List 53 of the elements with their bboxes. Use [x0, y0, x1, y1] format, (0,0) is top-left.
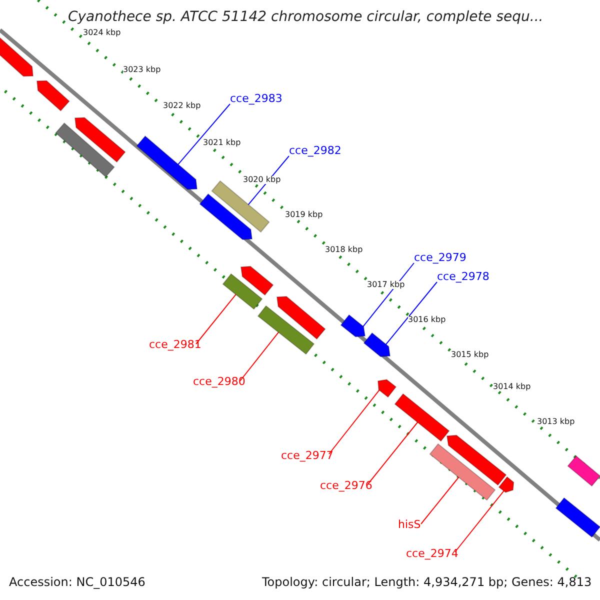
scale-label: 3016 kbp	[408, 316, 446, 324]
leader-line	[420, 476, 460, 524]
scale-label: 3015 kbp	[451, 351, 489, 359]
scale-label: 3024 kbp	[83, 29, 121, 37]
gene-feature	[429, 443, 496, 501]
gene-feature	[363, 332, 391, 358]
gene-label: cce_2983	[230, 93, 282, 104]
gene-feature	[240, 266, 274, 296]
scale-label: 3018 kbp	[325, 246, 363, 254]
leader-line	[328, 388, 380, 454]
leader-line	[196, 293, 237, 344]
scale-label: 3023 kbp	[123, 66, 161, 74]
scale-label: 3022 kbp	[163, 102, 201, 110]
leader-line	[362, 262, 414, 328]
scale-label: 3017 kbp	[367, 281, 405, 289]
gene-label: cce_2977	[281, 450, 334, 461]
gene-feature	[74, 117, 126, 163]
gene-feature	[555, 497, 600, 538]
gene-feature	[55, 122, 115, 178]
gene-feature	[0, 36, 34, 77]
gene-feature	[36, 80, 70, 112]
gene-label: cce_2982	[289, 145, 342, 156]
gene-feature	[199, 193, 253, 240]
gene-label: cce_2979	[414, 252, 466, 263]
footer-text: Topology: circular; Length: 4,934,271 bp; Genes: 4,813	[262, 576, 592, 588]
gene-label: cce_2978	[437, 271, 490, 282]
gene-label: cce_2974	[406, 548, 458, 559]
leader-line	[177, 104, 230, 166]
leader-line	[454, 490, 505, 552]
gene-feature	[446, 434, 507, 486]
gene-label: cce_2980	[193, 376, 246, 387]
gene-feature	[567, 455, 600, 487]
gene-feature	[394, 393, 450, 442]
scale-label: 3019 kbp	[285, 211, 323, 219]
scale-label: 3020 kbp	[243, 176, 281, 184]
leader-line	[368, 421, 419, 484]
gene-feature	[340, 314, 366, 338]
gene-feature	[257, 305, 315, 355]
scale-label: 3014 kbp	[493, 383, 531, 391]
scale-label: 3013 kbp	[537, 418, 575, 426]
map-title: Cyanothece sp. ATCC 51142 chromosome circular, complete sequ...	[68, 10, 544, 24]
gene-label: hisS	[398, 519, 421, 530]
leader-line	[240, 331, 280, 382]
gene-feature	[136, 135, 198, 190]
footer-text: Accession: NC_010546	[9, 576, 146, 588]
gene-feature	[377, 379, 397, 398]
gene-feature	[222, 273, 263, 310]
scale-label: 3021 kbp	[203, 139, 241, 147]
gene-label: cce_2981	[149, 339, 202, 350]
leader-line	[384, 282, 438, 346]
gene-feature	[276, 296, 326, 340]
gene-feature	[498, 476, 514, 493]
gene-label: cce_2976	[320, 480, 372, 491]
